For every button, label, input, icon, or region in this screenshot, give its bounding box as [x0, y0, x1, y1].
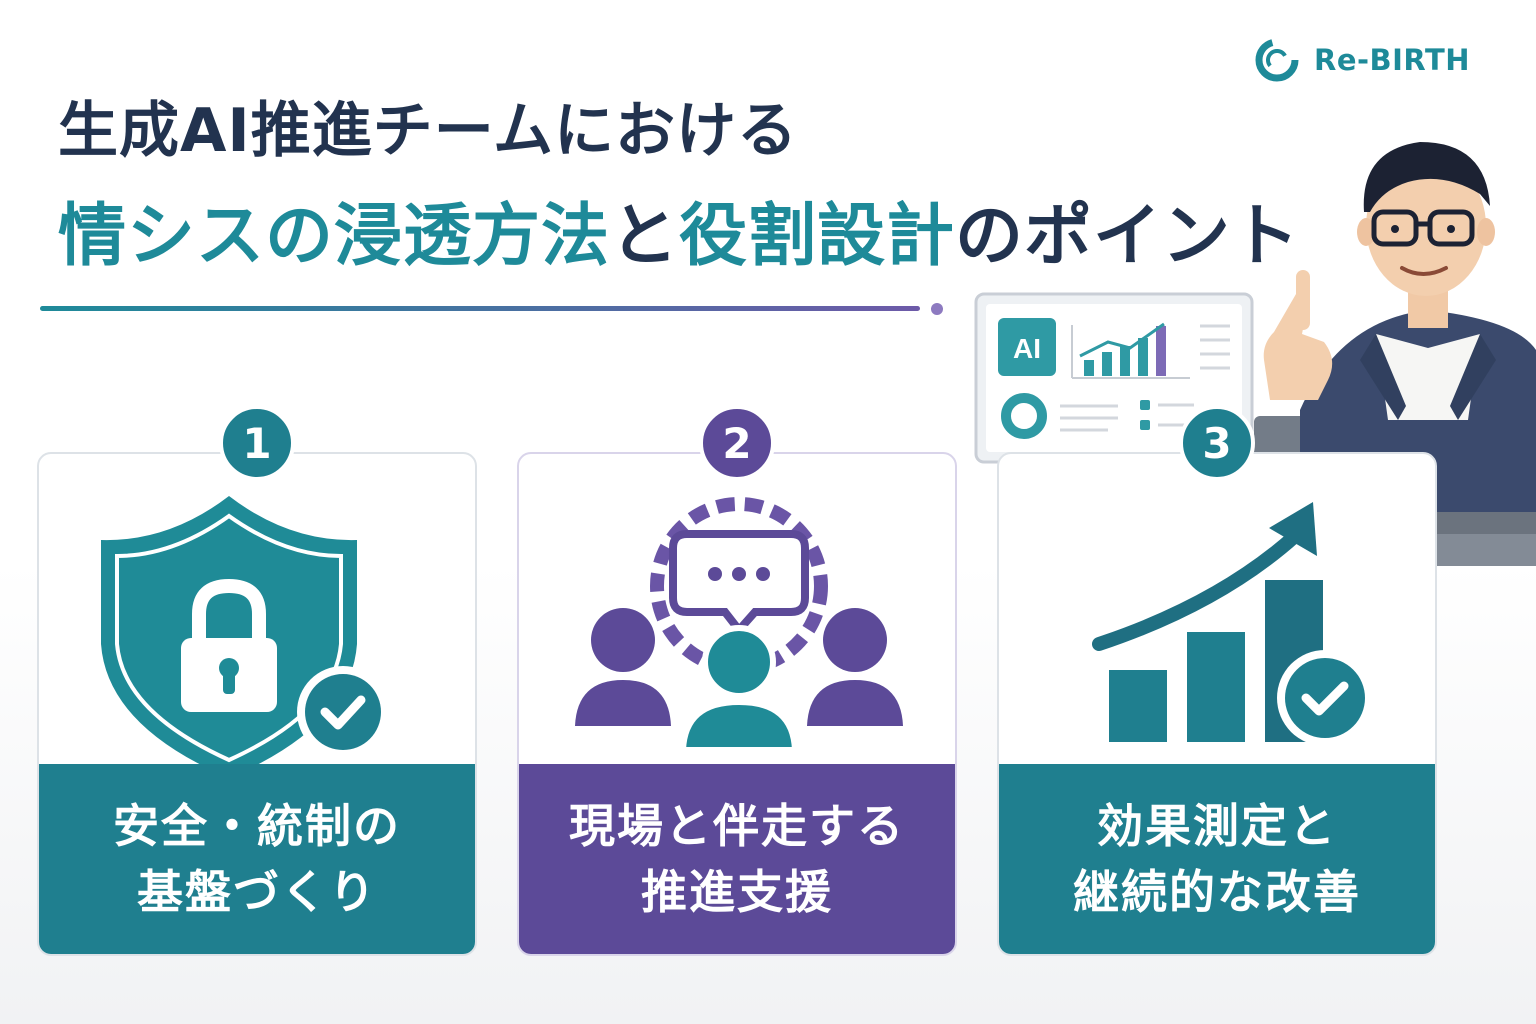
point-card-2: 現場と伴走する 推進支援 — [517, 452, 957, 956]
growth-chart-check-icon — [1092, 502, 1373, 746]
card-2-label-line2: 推進支援 — [641, 865, 833, 919]
title-highlight-2: 役割設計 — [679, 197, 956, 276]
point-number-badge-3: 3 — [1179, 405, 1255, 481]
monitor-icon: AI — [974, 292, 1254, 464]
card-2-label: 現場と伴走する 推進支援 — [519, 764, 955, 954]
brand-name: Re-BIRTH — [1314, 43, 1471, 77]
title-connector-2: のポイント — [955, 197, 1301, 276]
title-underline — [40, 306, 920, 311]
point-number-badge-1: 1 — [219, 405, 295, 481]
card-1-label-line1: 安全・統制の — [113, 799, 401, 853]
card-3-label: 効果測定と 継続的な改善 — [999, 764, 1435, 954]
card-2-label-line1: 現場と伴走する — [569, 799, 905, 853]
monitor-ai-label: AI — [1013, 333, 1041, 364]
card-1-label: 安全・統制の 基盤づくり — [39, 764, 475, 954]
title-connector-1: と — [610, 197, 680, 276]
title-underline-dot — [931, 303, 943, 315]
page-title-line2: 情シスの浸透方法と役割設計のポイント — [58, 180, 1300, 279]
brand-logo: Re-BIRTH — [1254, 34, 1514, 86]
team-gear-chat-icon — [575, 497, 903, 753]
point-number-badge-2: 2 — [699, 405, 775, 481]
brand-mark-icon — [1255, 38, 1299, 82]
point-card-3: 効果測定と 継続的な改善 — [997, 452, 1437, 956]
card-3-label-line1: 効果測定と — [1097, 799, 1337, 853]
point-card-1: 安全・統制の 基盤づくり — [37, 452, 477, 956]
card-1-label-line2: 基盤づくり — [137, 865, 377, 919]
title-highlight-1: 情シスの浸透方法 — [58, 197, 611, 276]
card-3-label-line2: 継続的な改善 — [1073, 865, 1361, 919]
page-title-line1: 生成AI推進チームにおける — [58, 96, 798, 166]
shield-lock-check-icon — [101, 496, 389, 778]
